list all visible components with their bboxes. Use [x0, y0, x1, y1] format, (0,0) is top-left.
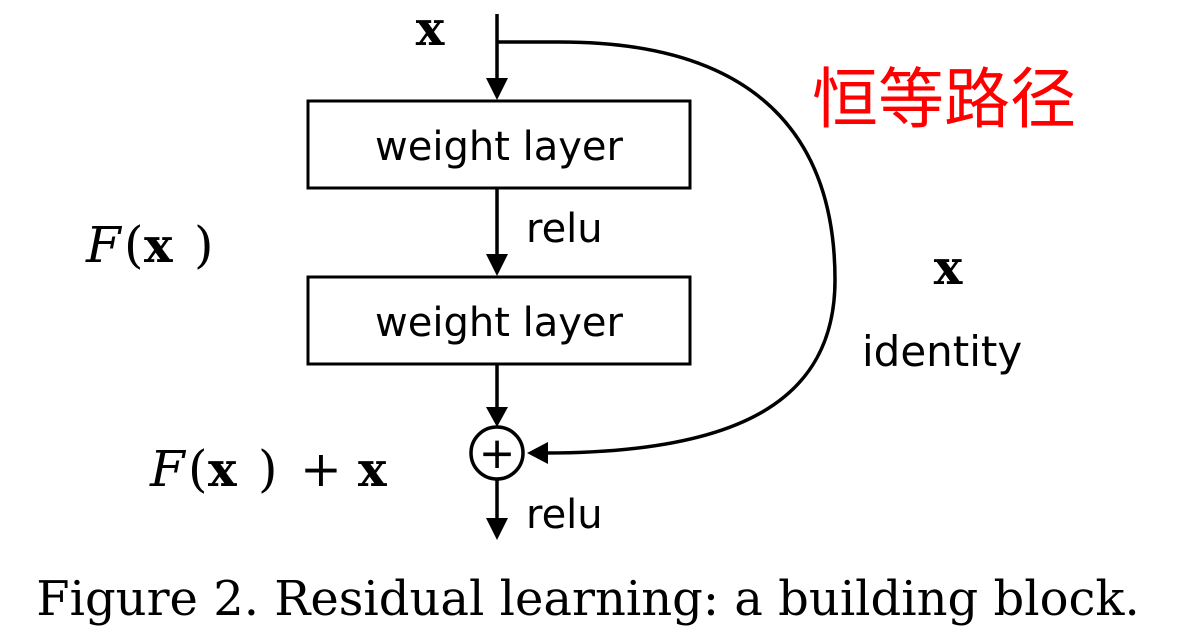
to-adder-arrow-head — [486, 407, 508, 427]
sum-x2: x — [358, 442, 387, 498]
weight-layer-2-box — [306, 275, 692, 366]
adder-plus-symbol: + — [479, 428, 516, 479]
sum-open-paren: ( — [188, 440, 208, 498]
output-arrow-head — [486, 518, 508, 540]
relu-mid-label: relu — [526, 206, 603, 252]
fx-label: F ( x ) — [85, 216, 214, 274]
identity-arrow-head — [527, 442, 548, 464]
weight-layer-1-box — [306, 99, 692, 190]
identity-shortcut-path — [497, 40, 837, 455]
sum-plus: + — [300, 440, 342, 498]
weight-layer-1-label: weight layer — [375, 124, 623, 170]
fx-F: F — [85, 216, 123, 274]
identity-word-label: identity — [862, 327, 1022, 376]
sum-F: F — [149, 440, 187, 498]
mid-arrow-head — [486, 254, 508, 276]
fx-x: x — [144, 218, 173, 274]
fx-open-paren: ( — [124, 216, 144, 274]
input-arrow-head — [486, 78, 508, 100]
weight-layer-2-label: weight layer — [375, 300, 623, 346]
identity-x-label: x — [934, 240, 963, 296]
sum-close-paren: ) — [258, 440, 278, 498]
sum-x1: x — [208, 442, 237, 498]
identity-path-chinese-label: 恒等路径 — [812, 61, 1076, 138]
fx-plus-x-label: F ( x ) + x — [149, 440, 387, 498]
relu-out-label: relu — [526, 492, 603, 538]
fx-close-paren: ) — [194, 216, 214, 274]
figure-caption: Figure 2. Residual learning: a building … — [36, 571, 1139, 627]
input-x-label: x — [416, 1, 445, 57]
